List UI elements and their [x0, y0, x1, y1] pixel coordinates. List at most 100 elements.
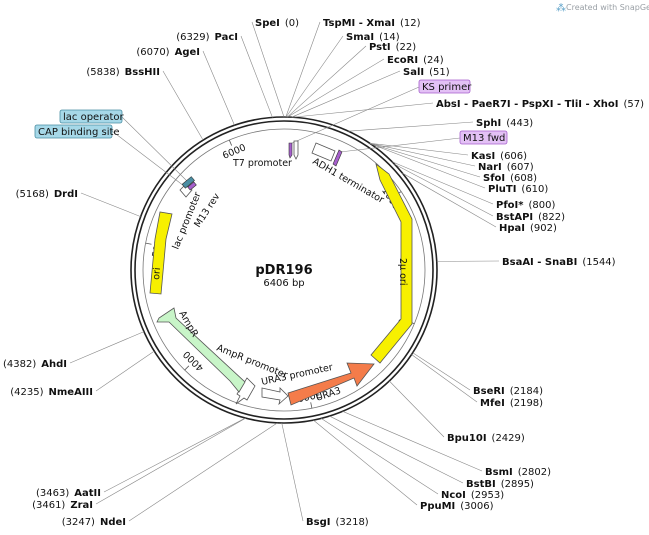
- cap-binding-site-box[interactable]: CAP binding site: [34, 124, 120, 139]
- site-ppumi[interactable]: PpuMI(3006): [420, 501, 494, 512]
- site-bsmi[interactable]: BsmI(2802): [485, 467, 551, 478]
- plasmid-name: pDR196: [255, 263, 312, 278]
- site-agei[interactable]: AgeI(6070): [136, 47, 200, 58]
- box-leader: [111, 130, 185, 187]
- site-drdi[interactable]: DrdI (5168): [16, 189, 78, 200]
- site-name: TspMI - XmaI: [323, 18, 395, 29]
- tick-3000: [310, 402, 313, 409]
- feature-2u-ori[interactable]: [370, 162, 413, 364]
- restriction-sites: SpeI(0) TspMI - XmaI(12) SmaI(14)PstI(22) E…: [3, 18, 644, 528]
- site-bpu10i[interactable]: Bpu10I(2429): [447, 433, 525, 444]
- site-sphi[interactable]: SphI (443): [476, 118, 533, 129]
- feature-ori[interactable]: [149, 211, 173, 295]
- site-leader: [320, 418, 439, 495]
- site-pfoi-[interactable]: PfoI*(800): [496, 200, 555, 211]
- site-leader: [412, 352, 471, 391]
- site-ndei[interactable]: NdeI(3247): [62, 517, 126, 528]
- feature-m13-fwd-mark[interactable]: [332, 149, 343, 167]
- site-leader: [240, 35, 273, 118]
- site-name: DrdI: [54, 189, 78, 200]
- site-smai[interactable]: SmaI(14): [346, 32, 400, 43]
- feature-ampr-promoter[interactable]: [235, 377, 256, 405]
- site-position: (5168): [16, 189, 49, 200]
- site-sali[interactable]: SalI(51): [403, 67, 450, 78]
- site-name: SfoI: [483, 173, 505, 184]
- site-bsshii[interactable]: BssHII (5838): [86, 67, 160, 78]
- feature-ura3-promoter[interactable]: [261, 387, 289, 406]
- feature-ks-primer-mark[interactable]: [288, 142, 293, 159]
- site-position: (24): [423, 55, 444, 66]
- site-spei[interactable]: SpeI(0): [255, 18, 299, 29]
- site-zrai[interactable]: ZraI (3461): [32, 500, 93, 511]
- label-2u-ori: 2μ ori: [397, 258, 408, 285]
- site-position: (57): [624, 99, 645, 110]
- box-leader: [289, 86, 420, 145]
- site-sfoi[interactable]: SfoI (608): [483, 173, 537, 184]
- site-name: AbsI - PaeR7I - PspXI - TliI - XhoI: [436, 99, 619, 110]
- site-pluti[interactable]: PluTI(610): [488, 184, 548, 195]
- site-bsgi[interactable]: BsgI(3218): [306, 517, 369, 528]
- site-leader: [313, 419, 418, 506]
- site-tspmi-xmai[interactable]: TspMI - XmaI(12): [323, 18, 421, 29]
- site-leader: [369, 143, 476, 167]
- site-name: AhdI: [41, 359, 67, 370]
- site-position: (443): [506, 118, 533, 129]
- site-name: KasI: [471, 151, 495, 162]
- label-t7-promoter: T7 promoter: [232, 158, 292, 169]
- site-ecori[interactable]: EcoRI(24): [387, 55, 444, 66]
- site-ahdi[interactable]: AhdI(4382): [3, 359, 67, 370]
- site-name: BssHII: [125, 67, 160, 78]
- site-leader: [69, 331, 145, 364]
- site-bstbi[interactable]: BstBI(2895): [466, 479, 534, 490]
- feature-m13-rev-mark[interactable]: [187, 181, 197, 191]
- site-bseri[interactable]: BseRI(2184): [473, 386, 543, 397]
- site-position: (608): [510, 173, 537, 184]
- site-bsaai-snabi[interactable]: BsaAI - SnaBI(1544): [502, 257, 616, 268]
- site-leader: [103, 417, 246, 493]
- site-name: BstAPI: [496, 212, 533, 223]
- site-aatii[interactable]: AatII(3463): [36, 488, 101, 499]
- site-name: Bpu10I: [447, 433, 487, 444]
- feature-adh1-terminator[interactable]: [311, 142, 336, 162]
- site-position: (3461): [32, 500, 65, 511]
- site-mfei[interactable]: MfeI(2198): [480, 398, 543, 409]
- site-bstapi[interactable]: BstAPI (822): [496, 212, 565, 223]
- site-leader: [394, 163, 494, 217]
- feature-ampr[interactable]: [156, 307, 246, 393]
- feature-t7-promoter[interactable]: [293, 140, 299, 160]
- site-leader: [369, 142, 469, 156]
- label-ori: ori: [151, 267, 163, 280]
- tick-4000: [184, 365, 190, 371]
- site-name: AatII: [74, 488, 101, 499]
- site-position: (610): [521, 184, 548, 195]
- site-nari[interactable]: NarI(607): [478, 162, 534, 173]
- lac-operator-box[interactable]: lac operator: [59, 109, 124, 124]
- site-position: (607): [507, 162, 534, 173]
- site-leader: [287, 45, 367, 118]
- site-name: BsgI: [306, 517, 330, 528]
- site-ncoi[interactable]: NcoI(2953): [441, 490, 504, 501]
- site-paci[interactable]: PacI(6329): [176, 32, 238, 43]
- site-leader: [348, 121, 474, 132]
- site-nmeaiii[interactable]: NmeAIII(4235): [10, 387, 93, 398]
- site-leader: [285, 21, 321, 118]
- site-position: (5838): [86, 67, 119, 78]
- site-kasi[interactable]: KasI(606): [471, 151, 527, 162]
- tick-5000: [145, 242, 152, 245]
- m13-fwd-box[interactable]: M13 fwd: [459, 130, 508, 145]
- site-position: (4235): [10, 387, 43, 398]
- site-position: (822): [538, 212, 565, 223]
- site-position: (0): [285, 18, 299, 29]
- feature-lac-operator-mark[interactable]: [181, 176, 195, 189]
- site-hpai[interactable]: HpaI(902): [499, 223, 557, 234]
- site-absi-paer7i-pspxi-tlii-xhoi[interactable]: AbsI - PaeR7I - PspXI - TliI - XhoI (57): [436, 99, 644, 110]
- feature-ura3[interactable]: [287, 362, 375, 406]
- ks-primer-box[interactable]: KS primer: [418, 79, 472, 94]
- site-name: ZraI: [70, 500, 93, 511]
- site-name: SphI: [476, 118, 501, 129]
- site-psti[interactable]: PstI(22): [369, 42, 416, 53]
- tick-6000: [228, 139, 233, 146]
- label-adh1-terminator: ADH1 terminator: [311, 156, 386, 206]
